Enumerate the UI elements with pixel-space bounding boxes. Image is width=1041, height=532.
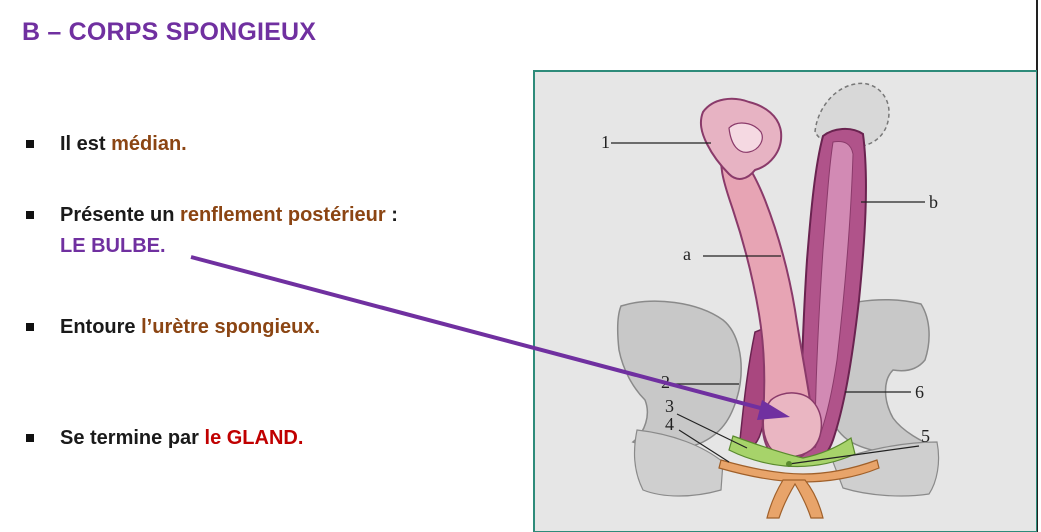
bullet-highlight: renflement postérieur	[180, 204, 386, 226]
marker-5	[786, 461, 792, 467]
slide-title: B – CORPS SPONGIEUX	[22, 18, 317, 46]
bulbe-label: LE BULBE.	[60, 235, 166, 257]
perineal-membrane	[718, 459, 880, 483]
leader-4	[678, 429, 730, 463]
pelvic-base-left	[633, 429, 724, 497]
label-2: 2	[661, 372, 670, 392]
bullet-text: Entoure	[60, 316, 142, 338]
label-b: b	[929, 192, 938, 212]
leader-3	[676, 413, 748, 449]
bulb	[762, 392, 823, 458]
right-border	[1036, 0, 1038, 532]
label-5: 5	[921, 426, 930, 446]
root	[766, 479, 824, 519]
label-6: 6	[915, 382, 924, 402]
anatomy-figure: 1 a b 2 3 4 5 6	[533, 70, 1037, 532]
bullet-square-icon	[26, 323, 34, 331]
bullet-highlight: l’urètre spongieux.	[141, 316, 321, 338]
label-1: 1	[601, 132, 610, 152]
bullet-text: Présente un	[60, 204, 181, 226]
leader-5	[788, 445, 920, 465]
bullet-square-icon	[26, 140, 34, 148]
bullet-highlight: médian.	[111, 133, 187, 155]
corpus-cavernosum-inner	[814, 141, 854, 449]
bullet-text: :	[385, 204, 398, 226]
bullet-square-icon	[26, 434, 34, 442]
glans-inner	[728, 122, 763, 153]
bullet-highlight: le GLAND.	[204, 427, 304, 449]
label-4: 4	[665, 414, 674, 434]
bullet-text: Il est	[60, 133, 112, 155]
pelvic-base-right	[832, 441, 940, 497]
bullet-text: Se termine par	[60, 427, 205, 449]
label-3: 3	[665, 396, 674, 416]
bullet-square-icon	[26, 211, 34, 219]
label-a: a	[683, 244, 691, 264]
